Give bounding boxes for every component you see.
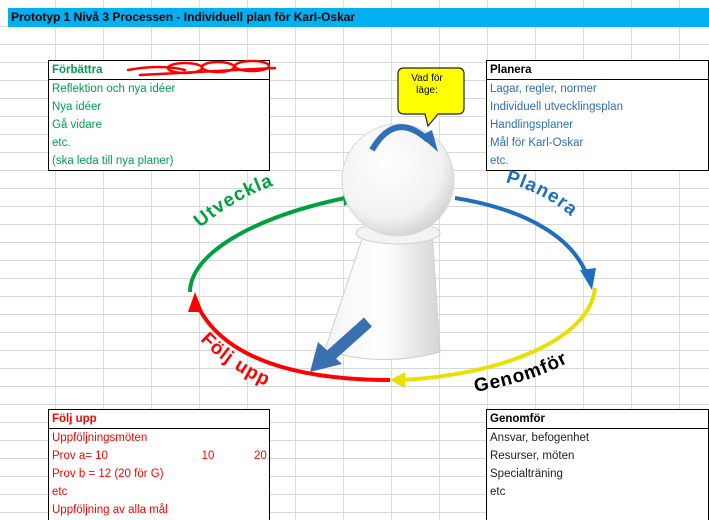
genomfor-row: Resurser, möten bbox=[490, 450, 575, 462]
foljupp-row: Uppföljningsmöten bbox=[49, 429, 269, 447]
planera-row: Mål för Karl-Oskar bbox=[490, 137, 584, 149]
curved-arrowhead bbox=[420, 130, 438, 152]
forbattra-row: (ska leda till nya planer) bbox=[52, 155, 174, 167]
foljupp-row: Prov b = 12 (20 för G) bbox=[49, 465, 269, 483]
cycle-arc-foljupp bbox=[193, 299, 391, 382]
genomfor-box: Genomför Ansvar, befogenhet Resurser, mö… bbox=[486, 409, 709, 520]
foljupp-cell: etc bbox=[52, 486, 68, 498]
planera-row: etc. bbox=[490, 155, 509, 167]
genomfor-row: Specialträning bbox=[490, 468, 563, 480]
forbattra-header: Förbättra bbox=[49, 61, 269, 80]
down-left-arrow-icon bbox=[310, 317, 373, 372]
foljupp-cell: 10 bbox=[201, 450, 215, 462]
cycle-arc-utveckla bbox=[188, 196, 346, 293]
planera-row: Individuell utvecklingsplan bbox=[490, 101, 623, 113]
arrowhead-foljupp bbox=[188, 292, 203, 312]
page-title: Prototyp 1 Nivå 3 Processen - Individuel… bbox=[8, 8, 709, 27]
callout-line2: läge: bbox=[416, 85, 438, 96]
arrowhead-genomfor bbox=[390, 372, 405, 388]
genomfor-row: Ansvar, befogenhet bbox=[490, 432, 590, 444]
callout-line1: Vad för bbox=[411, 73, 443, 84]
forbattra-row: Nya idéer bbox=[52, 101, 102, 113]
forbattra-row: Gå vidare bbox=[52, 119, 102, 131]
foljupp-cell: Prov b = 12 (20 för G) bbox=[52, 468, 164, 480]
genomfor-header: Genomför bbox=[487, 410, 708, 429]
foljupp-cell: Prov a= 10 bbox=[52, 450, 108, 462]
foljupp-row: Prov a= 10 10 20 bbox=[49, 447, 269, 465]
planera-header: Planera bbox=[487, 61, 708, 80]
cycle-arc-genomfor bbox=[401, 287, 597, 382]
foljupp-cell: 20 bbox=[254, 450, 267, 462]
planera-row: Lagar, regler, normer bbox=[490, 83, 597, 95]
foljupp-header: Följ upp bbox=[49, 410, 269, 429]
planera-row: Handlingsplaner bbox=[490, 119, 574, 131]
foljupp-row: Uppföljning av alla mål bbox=[49, 501, 269, 519]
arrowhead-planera bbox=[580, 268, 596, 290]
genomfor-row: etc bbox=[490, 486, 506, 498]
forbattra-box: Förbättra Reflektion och nya idéer Nya i… bbox=[48, 60, 270, 171]
planera-box: Planera Lagar, regler, normer Individuel… bbox=[486, 60, 709, 171]
foljupp-box: Följ upp Uppföljningsmöten Prov a= 10 10 2… bbox=[48, 409, 270, 520]
foljupp-cell: Uppföljningsmöten bbox=[52, 432, 148, 444]
pawn-figure bbox=[324, 123, 455, 361]
callout-bubble bbox=[397, 67, 465, 128]
cycle-arc-planera bbox=[454, 196, 590, 279]
callout-text: Vad för läge: bbox=[397, 73, 457, 97]
red-scribble bbox=[126, 59, 277, 77]
forbattra-row: Reflektion och nya idéer bbox=[52, 83, 176, 95]
forbattra-row: etc. bbox=[52, 137, 71, 149]
foljupp-row: etc bbox=[49, 483, 269, 501]
foljupp-cell: Uppföljning av alla mål bbox=[52, 504, 168, 516]
